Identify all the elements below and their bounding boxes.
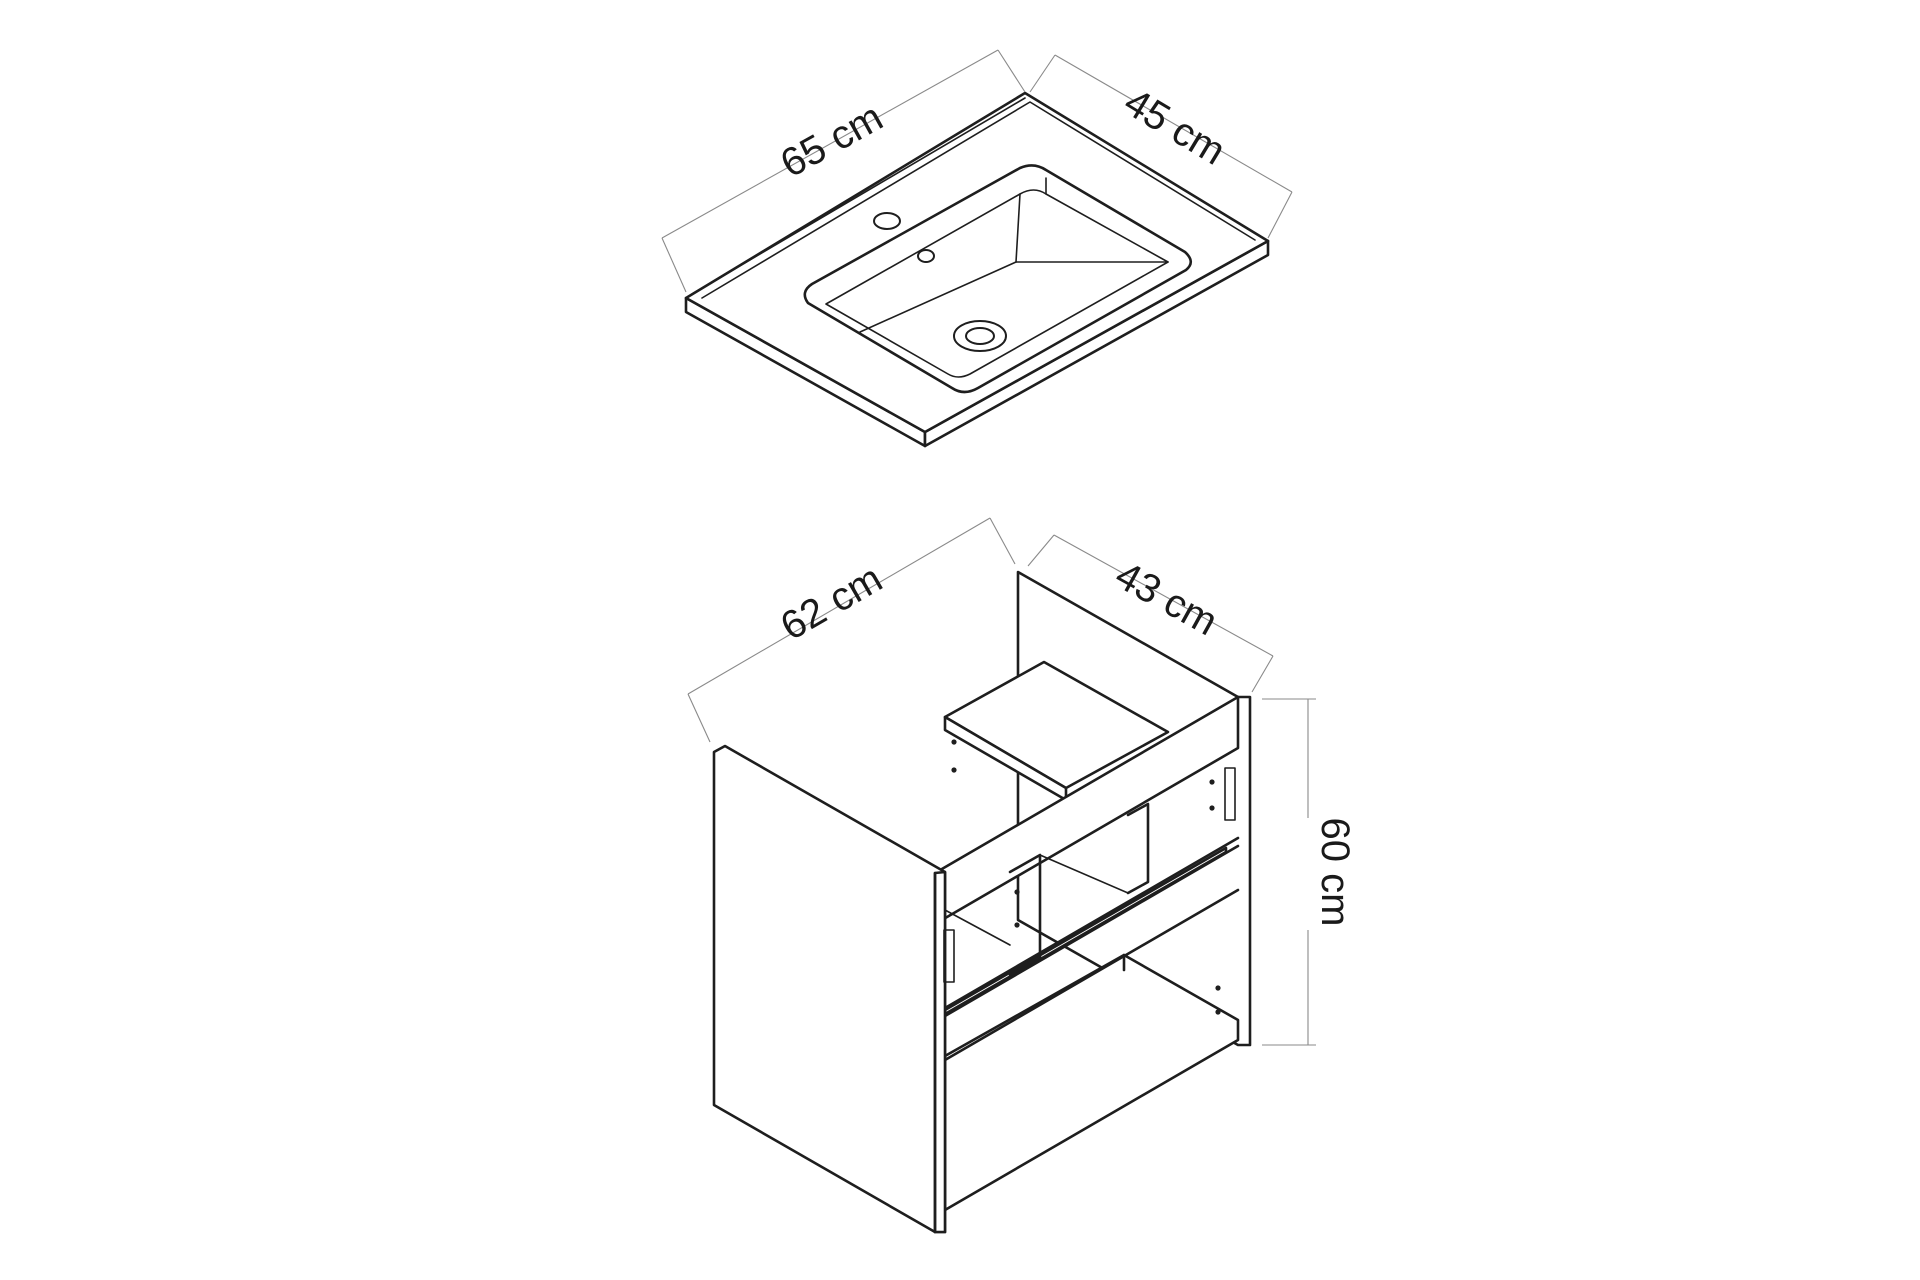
cabinet-height-dimension: 60 cm — [1262, 698, 1357, 1046]
overflow-hole-icon — [917, 249, 935, 263]
washbasin-width-label: 65 cm — [773, 95, 890, 186]
cabinet-depth-label: 43 cm — [1108, 553, 1225, 644]
cabinet-inner-divider — [1008, 853, 1042, 977]
washbasin-back-lip — [701, 101, 1256, 299]
vanity-cabinet-drawing — [712, 570, 1252, 1234]
cabinet-width-label: 62 cm — [773, 556, 889, 649]
cabinet-height-label: 60 cm — [1313, 818, 1357, 927]
cabinet-screw-icon — [951, 739, 957, 745]
washbasin-top — [684, 91, 1270, 434]
washbasin-bowl-rim — [803, 164, 1193, 394]
washbasin-drawing — [684, 91, 1270, 448]
tap-hole-icon — [873, 212, 901, 230]
hinge-plate-icon — [1224, 767, 1236, 821]
cabinet-left-side — [712, 744, 947, 1234]
